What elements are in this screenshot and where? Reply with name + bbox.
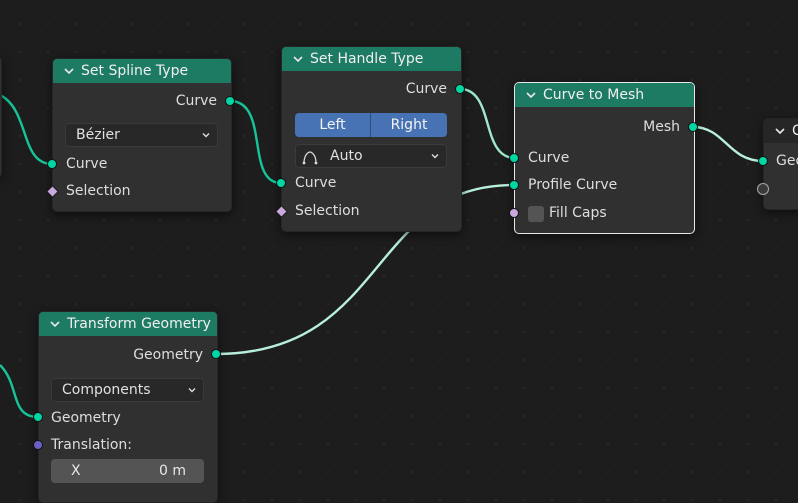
output-geometry-label: Geometry — [133, 347, 203, 363]
node-curve-to-mesh[interactable]: Curve to Mesh Mesh Curve Profile Curve F… — [514, 82, 695, 234]
input-profile-curve-label: Profile Curve — [528, 177, 618, 193]
node-title: Transform Geometry — [67, 316, 211, 332]
chevron-down-icon — [431, 154, 439, 159]
input-selection-label: Selection — [295, 203, 360, 219]
input-selection-label: Selection — [66, 183, 131, 199]
node-header[interactable]: Set Handle Type — [282, 47, 461, 71]
output-curve-label: Curve — [175, 93, 217, 109]
input-curve-label: Curve — [295, 175, 337, 191]
link-incoming-to-set-spline — [0, 93, 53, 166]
link-curve-to-mesh-to-output — [692, 125, 764, 163]
node-title: C — [792, 123, 798, 139]
socket-input-profile-curve[interactable] — [509, 180, 519, 190]
node-header[interactable]: Transform Geometry — [39, 312, 217, 336]
socket-input-geometry[interactable] — [758, 156, 768, 166]
dropdown-value: Bézier — [76, 127, 120, 143]
node-set-spline-type[interactable]: Set Spline Type Curve Bézier Curve Selec… — [52, 58, 232, 212]
dropdown-value: Components — [62, 382, 151, 398]
output-curve-label: Curve — [405, 81, 447, 97]
output-mesh-label: Mesh — [643, 119, 680, 135]
socket-input-curve[interactable] — [47, 159, 57, 169]
link-set-handle-to-curve-to-mesh — [459, 87, 516, 160]
link-incoming-to-transform — [0, 364, 39, 419]
socket-output-geometry[interactable] — [211, 349, 221, 359]
input-fill-caps-label: Fill Caps — [549, 205, 607, 221]
node-title: Curve to Mesh — [543, 87, 645, 103]
handle-type-dropdown[interactable]: Auto — [295, 144, 447, 168]
socket-input-curve[interactable] — [509, 153, 519, 163]
node-header[interactable]: Set Spline Type — [53, 59, 231, 83]
handle-mode-toggle[interactable]: Left Right — [295, 113, 447, 137]
node-transform-geometry[interactable]: Transform Geometry Geometry Components G… — [38, 311, 218, 503]
input-curve-label: Curve — [528, 150, 570, 166]
input-geometry-label: Geometry — [51, 410, 121, 426]
partial-node-left[interactable] — [0, 56, 2, 178]
transform-mode-dropdown[interactable]: Components — [51, 378, 204, 402]
socket-input-curve[interactable] — [276, 178, 286, 188]
mode-right-button[interactable]: Right — [370, 113, 447, 137]
partial-node-right[interactable]: C Geo — [763, 118, 798, 210]
input-geometry-label: Geo — [776, 153, 798, 169]
chevron-down-icon[interactable] — [525, 89, 537, 101]
link-set-spline-to-set-handle — [229, 99, 282, 185]
chevron-down-icon[interactable] — [774, 125, 786, 137]
chevron-down-icon[interactable] — [63, 65, 75, 77]
mode-left-button[interactable]: Left — [295, 113, 370, 137]
chevron-down-icon — [202, 133, 210, 138]
chevron-down-icon[interactable] — [49, 318, 61, 330]
dropdown-value: Auto — [330, 148, 363, 164]
translation-x-field[interactable]: X 0 m — [51, 459, 204, 483]
socket-input-fill-caps[interactable] — [509, 208, 519, 218]
chevron-down-icon — [188, 388, 196, 393]
spline-type-dropdown[interactable]: Bézier — [65, 123, 218, 147]
node-set-handle-type[interactable]: Set Handle Type Curve Left Right Auto Cu… — [281, 46, 462, 232]
socket-input-geometry[interactable] — [33, 412, 43, 422]
node-header[interactable]: Curve to Mesh — [515, 83, 694, 107]
field-label: X — [71, 463, 81, 479]
socket-output-curve[interactable] — [225, 96, 235, 106]
socket-output-mesh[interactable] — [688, 122, 698, 132]
fill-caps-checkbox[interactable] — [528, 206, 544, 222]
node-title: Set Spline Type — [81, 63, 189, 79]
socket-input-translation[interactable] — [33, 440, 43, 450]
input-curve-label: Curve — [66, 156, 108, 172]
node-title: Set Handle Type — [310, 51, 424, 67]
input-translation-label: Translation: — [51, 437, 132, 453]
socket-output-curve[interactable] — [455, 84, 465, 94]
handle-auto-icon — [302, 151, 318, 165]
socket-input-unlinked[interactable] — [757, 183, 769, 195]
chevron-down-icon[interactable] — [292, 53, 304, 65]
node-header[interactable]: C — [764, 119, 798, 143]
field-value: 0 m — [159, 463, 186, 479]
